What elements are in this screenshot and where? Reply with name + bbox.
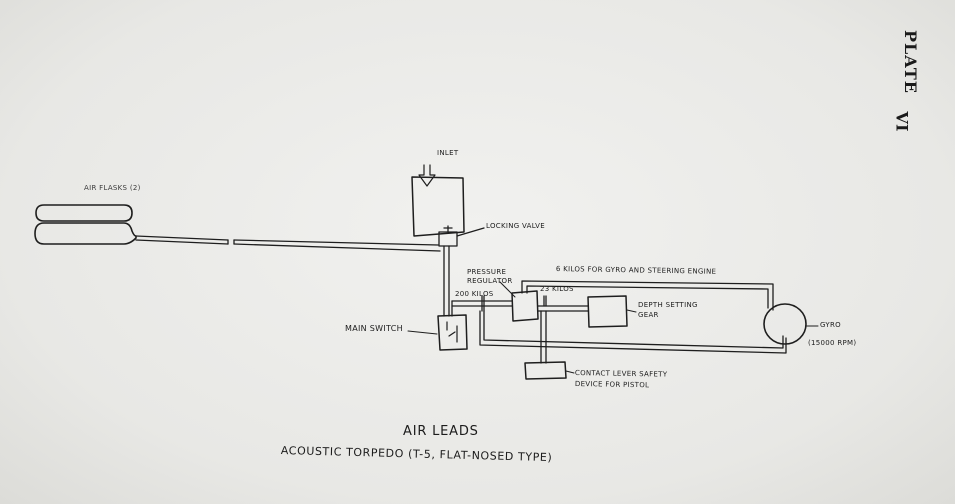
lead-200-kilos — [451, 295, 513, 317]
pressure-23-label: 23 KILOS — [540, 285, 574, 293]
depth-gear-label-1: DEPTH SETTING — [638, 301, 698, 309]
plate-roman-numeral: VI — [892, 111, 912, 132]
locking-valve — [438, 225, 485, 247]
depth-setting-gear — [587, 295, 637, 328]
pressure-regulator-label-1: PRESSURE — [467, 268, 507, 276]
air-flask-lower — [34, 222, 137, 245]
diagram-title: AIR LEADS — [403, 424, 479, 439]
lead-23-kilos — [537, 295, 589, 312]
plate-label: PLATE — [901, 30, 920, 94]
main-air-lead — [135, 235, 441, 252]
main-switch — [407, 314, 468, 351]
pressure-regulator — [499, 281, 539, 322]
depth-gear-label-2: GEAR — [638, 311, 659, 319]
gyro-label: GYRO — [820, 321, 841, 329]
contact-lever-safety-device — [524, 361, 575, 380]
air-flask-upper — [35, 204, 133, 222]
locking-valve-label: LOCKING VALVE — [486, 222, 545, 230]
lead-return-loop — [479, 310, 787, 354]
lead-to-main-switch — [443, 245, 450, 317]
lead-6-kilos — [521, 280, 774, 311]
main-switch-label: MAIN SWITCH — [345, 324, 403, 333]
air-flasks-label: AIR FLASKS (2) — [84, 184, 141, 192]
gyro-rpm-label: (15000 RPM) — [808, 339, 857, 347]
contact-lever-label-1: CONTACT LEVER SAFETY — [574, 369, 668, 379]
lead-to-contact-lever — [540, 310, 547, 364]
contact-lever-label-2: DEVICE FOR PISTOL — [574, 380, 650, 390]
inlet-label: INLET — [437, 149, 459, 157]
plate-number: PLATE VI — [880, 30, 940, 140]
pressure-200-label: 200 KILOS — [455, 290, 494, 298]
inlet-chamber — [411, 164, 465, 237]
pressure-regulator-label-2: REGULATOR — [467, 277, 513, 285]
gyro — [763, 303, 819, 345]
